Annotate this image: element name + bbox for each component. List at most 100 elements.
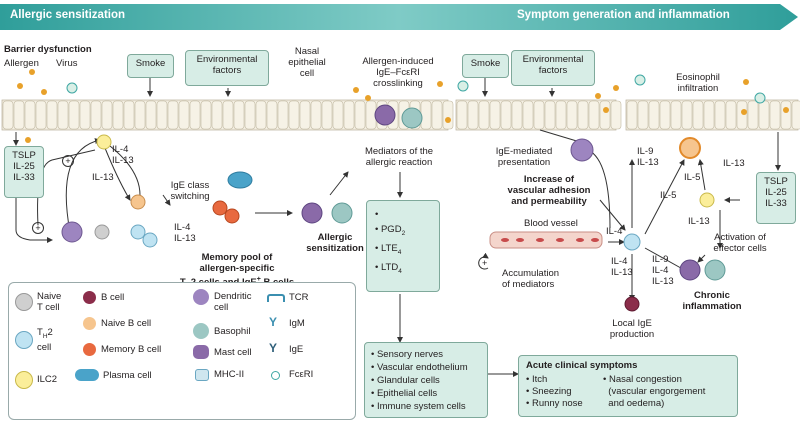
epithelial-cell (533, 100, 545, 130)
epithelial-cell (57, 100, 69, 130)
epithelial-cell (637, 100, 649, 130)
epithelial-cell (599, 100, 611, 130)
epithelial-cell (233, 100, 245, 130)
mast-cell-right (679, 259, 701, 281)
th2-cell-right (623, 233, 641, 251)
il5-mid-label: IL-5 (660, 190, 677, 201)
target-item: • Vascular endothelium (371, 362, 468, 373)
acute-symptoms-box: Acute clinical symptoms • Itch • Sneezin… (518, 355, 738, 417)
epithelial-cell (566, 100, 578, 130)
banner-arrow (0, 4, 798, 30)
plasma-cell (227, 171, 253, 189)
epithelial-cell (68, 100, 80, 130)
igm-icon: Y (269, 315, 278, 329)
target-item: • Epithelial cells (371, 388, 438, 399)
mast-cell-mid (301, 202, 323, 224)
plus-icon: + (32, 222, 44, 234)
epithelial-cell (703, 100, 715, 130)
epithelial-cell (288, 100, 300, 130)
legend-mast: Mast cell (214, 347, 252, 358)
th2-cell-b (142, 232, 158, 248)
smoke-box-left: Smoke (127, 54, 174, 78)
epithelial-cell (211, 100, 223, 130)
allergen-icon (437, 81, 443, 87)
allergen-label: Allergen (4, 58, 39, 69)
mediator-box: • • PGD2 • LTE4 • LTD4 (366, 200, 440, 292)
epithelial-cell (266, 100, 278, 130)
allergen-icon (445, 117, 451, 123)
allergen-icon (41, 89, 47, 95)
dendritic-cell-icon (193, 289, 209, 305)
epithelial-cell (648, 100, 660, 130)
epithelial-cell (489, 100, 501, 130)
epithelial-cell (255, 100, 267, 130)
epithelial-cell (714, 100, 726, 130)
eosinophil (679, 137, 701, 159)
epithelial-cell (522, 100, 534, 130)
epithelial-cell (90, 100, 102, 130)
allergen-icon (365, 95, 371, 101)
naive-t-cell-icon (15, 293, 33, 311)
epithelial-cell (725, 100, 737, 130)
legend-b-cell: B cell (101, 292, 125, 303)
epithelial-cell (222, 100, 234, 130)
th2-cell-a (130, 224, 146, 240)
allergen-icon (595, 93, 601, 99)
acute-title: Acute clinical symptoms (526, 360, 638, 371)
legend-memory-b: Memory B cell (101, 344, 162, 355)
barrier-dysfunction-label: Barrier dysfunction (4, 44, 92, 55)
epithelial-cell (442, 100, 454, 130)
allergen-icon (603, 107, 609, 113)
fceri-icon (271, 371, 280, 380)
mast-cell-icon (193, 345, 209, 359)
allergen-icon (353, 87, 359, 93)
epithelial-cell (478, 100, 490, 130)
tcr-icon (267, 294, 285, 302)
target-item: • Glandular cells (371, 375, 440, 386)
virus-label: Virus (56, 58, 78, 69)
banner-right-title: Symptom generation and inflammation (517, 9, 730, 21)
mhc-ii-icon (195, 369, 209, 381)
virus-icon (754, 92, 766, 104)
ige-icon: Y (269, 341, 278, 355)
legend-plasma: Plasma cell (103, 370, 152, 381)
allergen-icon (17, 83, 23, 89)
legend-naive-b: Naive B cell (101, 318, 152, 329)
blood-vessel (489, 231, 603, 249)
target-item: • Immune system cells (371, 401, 466, 412)
memory-b-cell-icon (83, 343, 96, 356)
ilc2-cell-right (699, 192, 715, 208)
epithelial-cell (511, 100, 523, 130)
allergen-icon (741, 109, 747, 115)
allergen-icon (743, 79, 749, 85)
b-cell-icon (83, 291, 96, 304)
ilc2-icon (15, 371, 33, 389)
epithelial-cell (588, 100, 600, 130)
epithelial-cell (456, 100, 468, 130)
epithelial-cell (13, 100, 25, 130)
smoke-box-right: Smoke (462, 54, 509, 78)
epithelial-cell (112, 100, 124, 130)
virus-icon (457, 80, 469, 92)
dendritic-cell-left (61, 221, 83, 243)
naive-b-cell (130, 194, 146, 210)
epithelial-cell (555, 100, 567, 130)
basophil-mid (331, 202, 353, 224)
memory-b-cell-b (224, 208, 240, 224)
